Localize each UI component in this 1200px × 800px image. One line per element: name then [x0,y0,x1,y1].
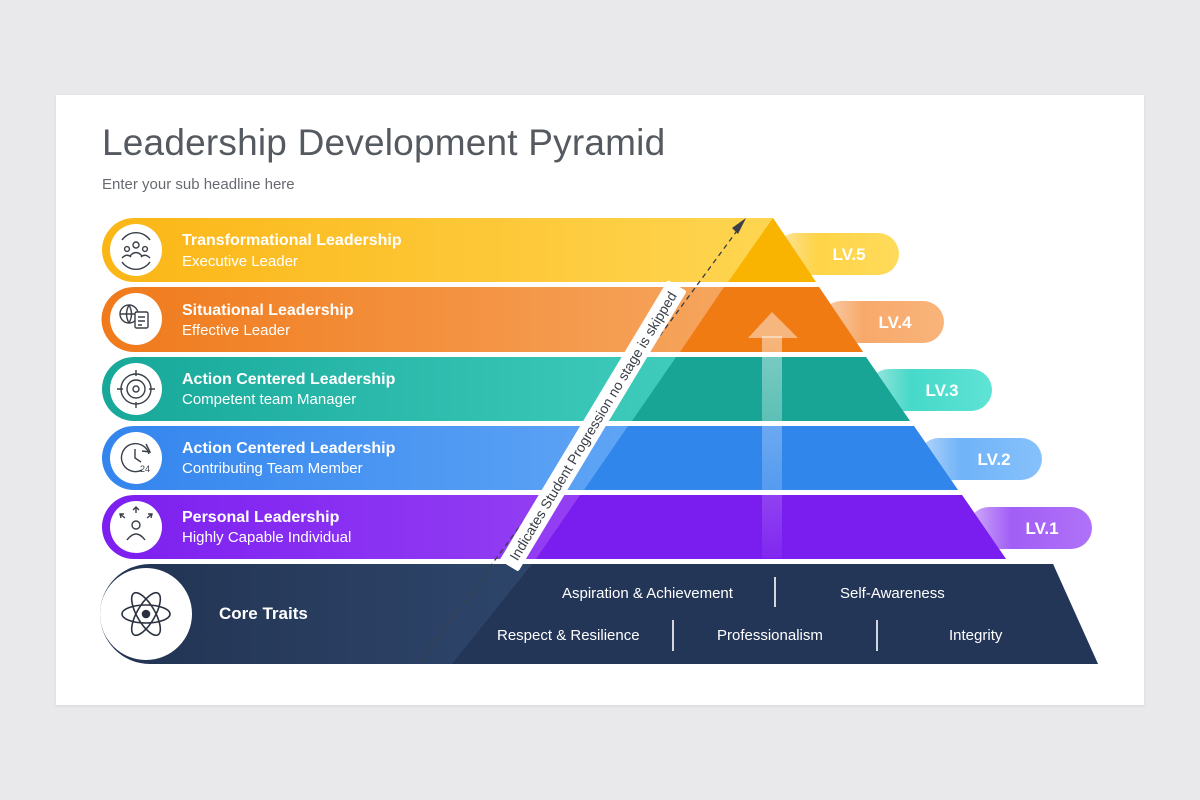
page-title: Leadership Development Pyramid [102,122,666,163]
level-2-title: Action Centered Leadership [182,440,396,457]
level-1-badge: LV.1 [1025,519,1059,538]
atom-icon [121,591,171,637]
level-2-subtitle: Contributing Team Member [182,460,363,477]
global-document-icon [119,304,149,329]
level-5-badge: LV.5 [832,245,866,264]
up-arrow [748,312,798,558]
level-3-subtitle: Competent team Manager [182,391,357,408]
trait-self-awareness: Self-Awareness [840,585,945,602]
pyramid-tip [728,218,816,282]
trait-integrity: Integrity [949,627,1003,644]
level-1-subtitle: Highly Capable Individual [182,529,352,546]
person-arrows-icon [119,506,153,541]
level-2-badge: LV.2 [977,450,1011,469]
pyramid-segment-4 [680,287,863,352]
target-gear-icon [117,370,155,408]
level-tab-3 [868,369,992,411]
level-4-badge: LV.4 [878,313,912,332]
level-3-badge: LV.3 [925,381,959,400]
level-5-title: Transformational Leadership [182,232,402,249]
pyramid-base [452,564,1098,664]
level-4-title: Situational Leadership [182,302,354,319]
level-4-subtitle: Effective Leader [182,322,291,339]
team-cycle-icon [121,231,151,271]
trait-professionalism: Professionalism [717,627,823,644]
level-1-title: Personal Leadership [182,509,340,526]
core-traits-title: Core Traits [219,604,308,623]
level-tab-4 [820,301,944,343]
clock-24-icon: 24 [120,442,152,474]
page-subtitle: Enter your sub headline here [102,176,295,193]
level-tabs [775,233,1092,549]
level-tab-2 [918,438,1042,480]
level-tab-1 [968,507,1092,549]
bar-level-5 [102,218,816,282]
trait-respect: Respect & Resilience [497,627,640,644]
trait-separators [672,577,878,651]
level-3-title: Action Centered Leadership [182,371,396,388]
level-5-subtitle: Executive Leader [182,253,298,270]
trait-aspiration: Aspiration & Achievement [562,585,733,602]
level-tab-5 [775,233,899,275]
svg-text:24: 24 [140,464,150,474]
